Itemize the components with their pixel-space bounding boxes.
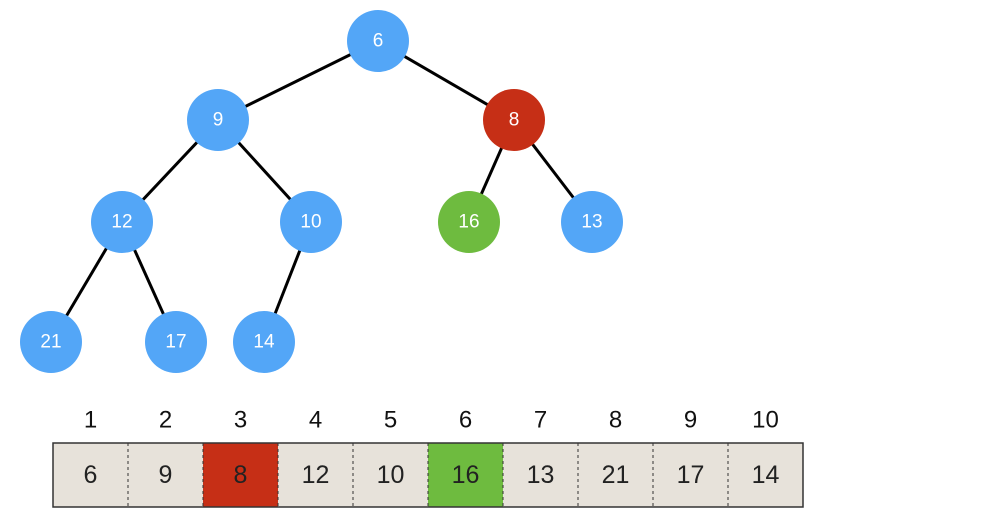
array-cell-value: 21: [602, 461, 630, 489]
array-index-label: 8: [609, 407, 622, 434]
array-cell-value: 8: [234, 461, 248, 489]
array-cell-value: 14: [752, 461, 780, 489]
tree-node-circle: [483, 89, 545, 151]
tree-node-circle: [280, 191, 342, 253]
tree-node: 21: [20, 311, 82, 373]
tree-node: 12: [91, 191, 153, 253]
array-index-label: 3: [234, 407, 247, 434]
array-cell: [728, 443, 803, 507]
array-index-label: 4: [309, 407, 322, 434]
tree-node: 10: [280, 191, 342, 253]
array-index-label: 6: [459, 407, 472, 434]
array-cell-value: 10: [377, 461, 405, 489]
array-index-label: 10: [752, 407, 779, 434]
tree-node-circle: [20, 311, 82, 373]
array-cell-value: 16: [452, 461, 480, 489]
tree-node: 6: [347, 10, 409, 72]
tree-node: 16: [438, 191, 500, 253]
array-cell: [53, 443, 128, 507]
tree-node-circle: [347, 10, 409, 72]
tree-node: 9: [187, 89, 249, 151]
array-index-label: 7: [534, 407, 547, 434]
tree-node-label: 21: [40, 332, 61, 353]
array-cell: [203, 443, 278, 507]
array-cell-value: 13: [527, 461, 555, 489]
array-cell: [278, 443, 353, 507]
tree-node: 17: [145, 311, 207, 373]
array-cell: [578, 443, 653, 507]
tree-node: 8: [483, 89, 545, 151]
tree-node: 14: [233, 311, 295, 373]
tree-edges: [49, 39, 594, 343]
tree-node-circle: [145, 311, 207, 373]
tree-node-label: 6: [373, 31, 384, 52]
tree-node-circle: [91, 191, 153, 253]
array-index-label: 5: [384, 407, 397, 434]
array-index-label: 1: [84, 407, 97, 434]
tree-node-circle: [438, 191, 500, 253]
array-cell-value: 12: [302, 461, 330, 489]
array-cell: [353, 443, 428, 507]
tree-node: 13: [561, 191, 623, 253]
tree-node-label: 13: [581, 212, 602, 233]
tree-node-label: 10: [300, 212, 321, 233]
array-cell: [503, 443, 578, 507]
array-cell-value: 6: [84, 461, 98, 489]
tree-node-label: 12: [111, 212, 132, 233]
array-cell-value: 9: [159, 461, 173, 489]
array-cell-value: 17: [677, 461, 705, 489]
array-cell: [428, 443, 503, 507]
array-border: [52, 442, 804, 508]
tree-node-label: 17: [165, 332, 186, 353]
array-cell: [653, 443, 728, 507]
tree-node-circle: [561, 191, 623, 253]
tree-node-circle: [233, 311, 295, 373]
heap-array: 6 9 8 12 10 16 13 21 17 14: [52, 442, 804, 508]
tree-node-label: 16: [458, 212, 479, 233]
tree-node-label: 8: [509, 110, 520, 131]
tree-nodes: 6 9 8 12 10 16 13 21 17 14: [20, 10, 623, 373]
array-index-row: 1 2 3 4 5 6 7 8 9 10: [84, 407, 779, 434]
tree-node-label: 14: [253, 332, 275, 353]
array-index-label: 2: [159, 407, 172, 434]
tree-node-label: 9: [213, 110, 224, 131]
array-cell: [128, 443, 203, 507]
tree-node-circle: [187, 89, 249, 151]
array-index-label: 9: [684, 407, 697, 434]
